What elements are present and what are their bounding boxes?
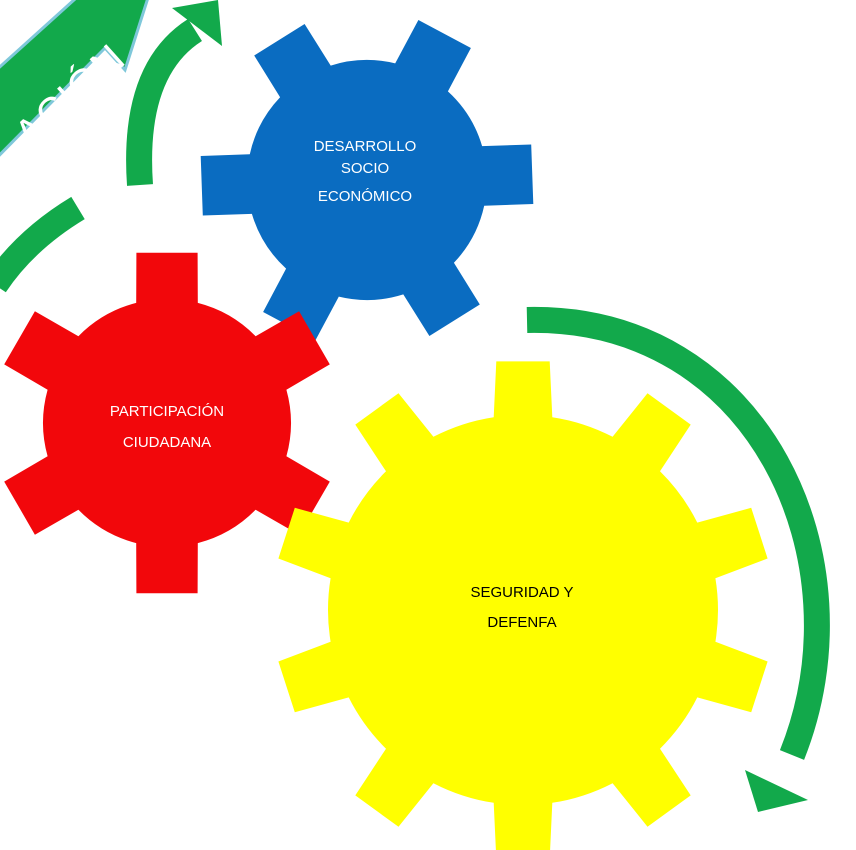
curved-arrow-right-shaft	[526, 306, 830, 760]
gear-participacion-line2: CIUDADANA	[123, 434, 211, 451]
gear-desarrollo-line2: SOCIO	[341, 160, 389, 177]
curved-arrow-right-head	[745, 770, 808, 812]
gear-desarrollo: DESARROLLO SOCIO ECONÓMICO	[200, 20, 534, 340]
gear-seguridad-line2: DEFENFA	[487, 614, 556, 631]
curved-arrow-upper-head	[172, 0, 222, 46]
gear-seguridad: SEGURIDAD Y DEFENFA	[278, 361, 768, 850]
gear-desarrollo-line1: DESARROLLO	[314, 138, 417, 155]
gear-participacion-shape	[4, 252, 330, 594]
gear-participacion: PARTICIPACIÓN CIUDADANA	[4, 252, 330, 594]
curved-arrow-left-fragment	[0, 196, 85, 293]
banner-arrow-shape	[0, 0, 149, 157]
curved-arrow-right	[526, 306, 830, 812]
gear-desarrollo-shape	[200, 20, 534, 340]
curved-arrow-upper-shaft	[126, 19, 203, 186]
gear-participacion-line1: PARTICIPACIÓN	[110, 403, 224, 420]
curved-arrow-upper	[126, 0, 222, 186]
gear-desarrollo-line3: ECONÓMICO	[318, 188, 412, 205]
gear-seguridad-shape	[278, 361, 768, 850]
curved-arrow-left-shaft	[0, 196, 85, 293]
gear-seguridad-line1: SEGURIDAD Y	[470, 584, 573, 601]
